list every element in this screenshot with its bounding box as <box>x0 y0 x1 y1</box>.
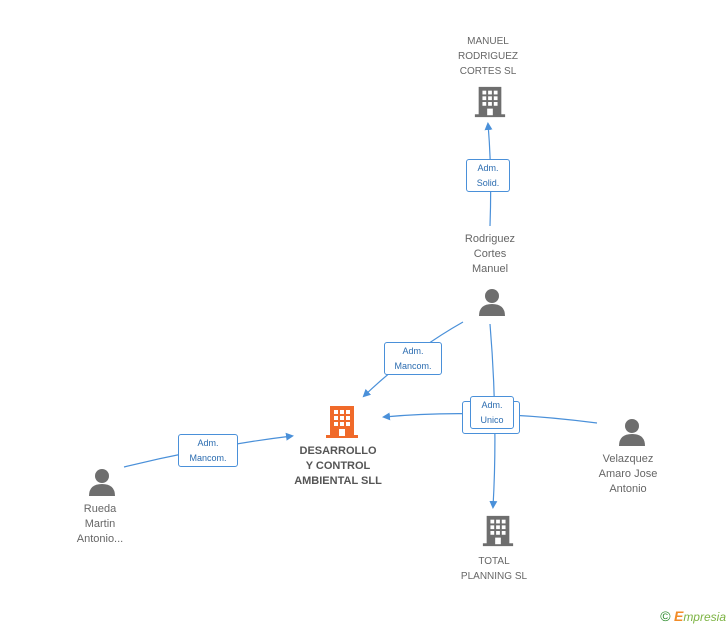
node-main-label: DESARROLLO Y CONTROL AMBIENTAL SLL <box>294 445 382 487</box>
person-icon <box>479 289 505 316</box>
node-manuel-sl[interactable] <box>472 84 508 120</box>
building-icon <box>474 86 506 118</box>
node-total[interactable] <box>480 513 516 549</box>
edge-label-adm-mancom-rodriguez: Adm. Mancom. <box>384 342 442 375</box>
brand-logo-initial: E <box>673 608 684 624</box>
node-total-label: TOTAL PLANNING SL <box>460 556 528 582</box>
node-rodriguez[interactable] <box>476 287 508 319</box>
node-rueda[interactable] <box>86 467 118 499</box>
node-velazquez[interactable] <box>616 417 648 449</box>
node-main-company[interactable] <box>322 404 362 442</box>
node-manuel-sl-label: MANUEL RODRIGUEZ CORTES SL <box>458 36 518 77</box>
person-icon <box>619 419 645 446</box>
node-rodriguez-label: Rodriguez Cortes Manuel <box>464 233 516 275</box>
copyright-symbol: © <box>660 608 671 624</box>
node-rueda-label: Rueda Martin Antonio... <box>76 503 124 545</box>
brand-logo-text: mpresia <box>683 610 726 624</box>
node-velazquez-label: Velazquez Amaro Jose Antonio <box>598 453 658 495</box>
edge-label-adm-unico: Adm. Unico <box>470 396 514 429</box>
edge-label-adm-mancom-rueda: Adm. Mancom. <box>178 434 238 467</box>
person-icon <box>89 469 115 496</box>
building-icon <box>326 406 358 438</box>
brand-footer: © Empresia <box>660 608 726 624</box>
building-icon <box>482 515 514 547</box>
edge-label-adm-solid: Adm. Solid. <box>466 159 510 192</box>
